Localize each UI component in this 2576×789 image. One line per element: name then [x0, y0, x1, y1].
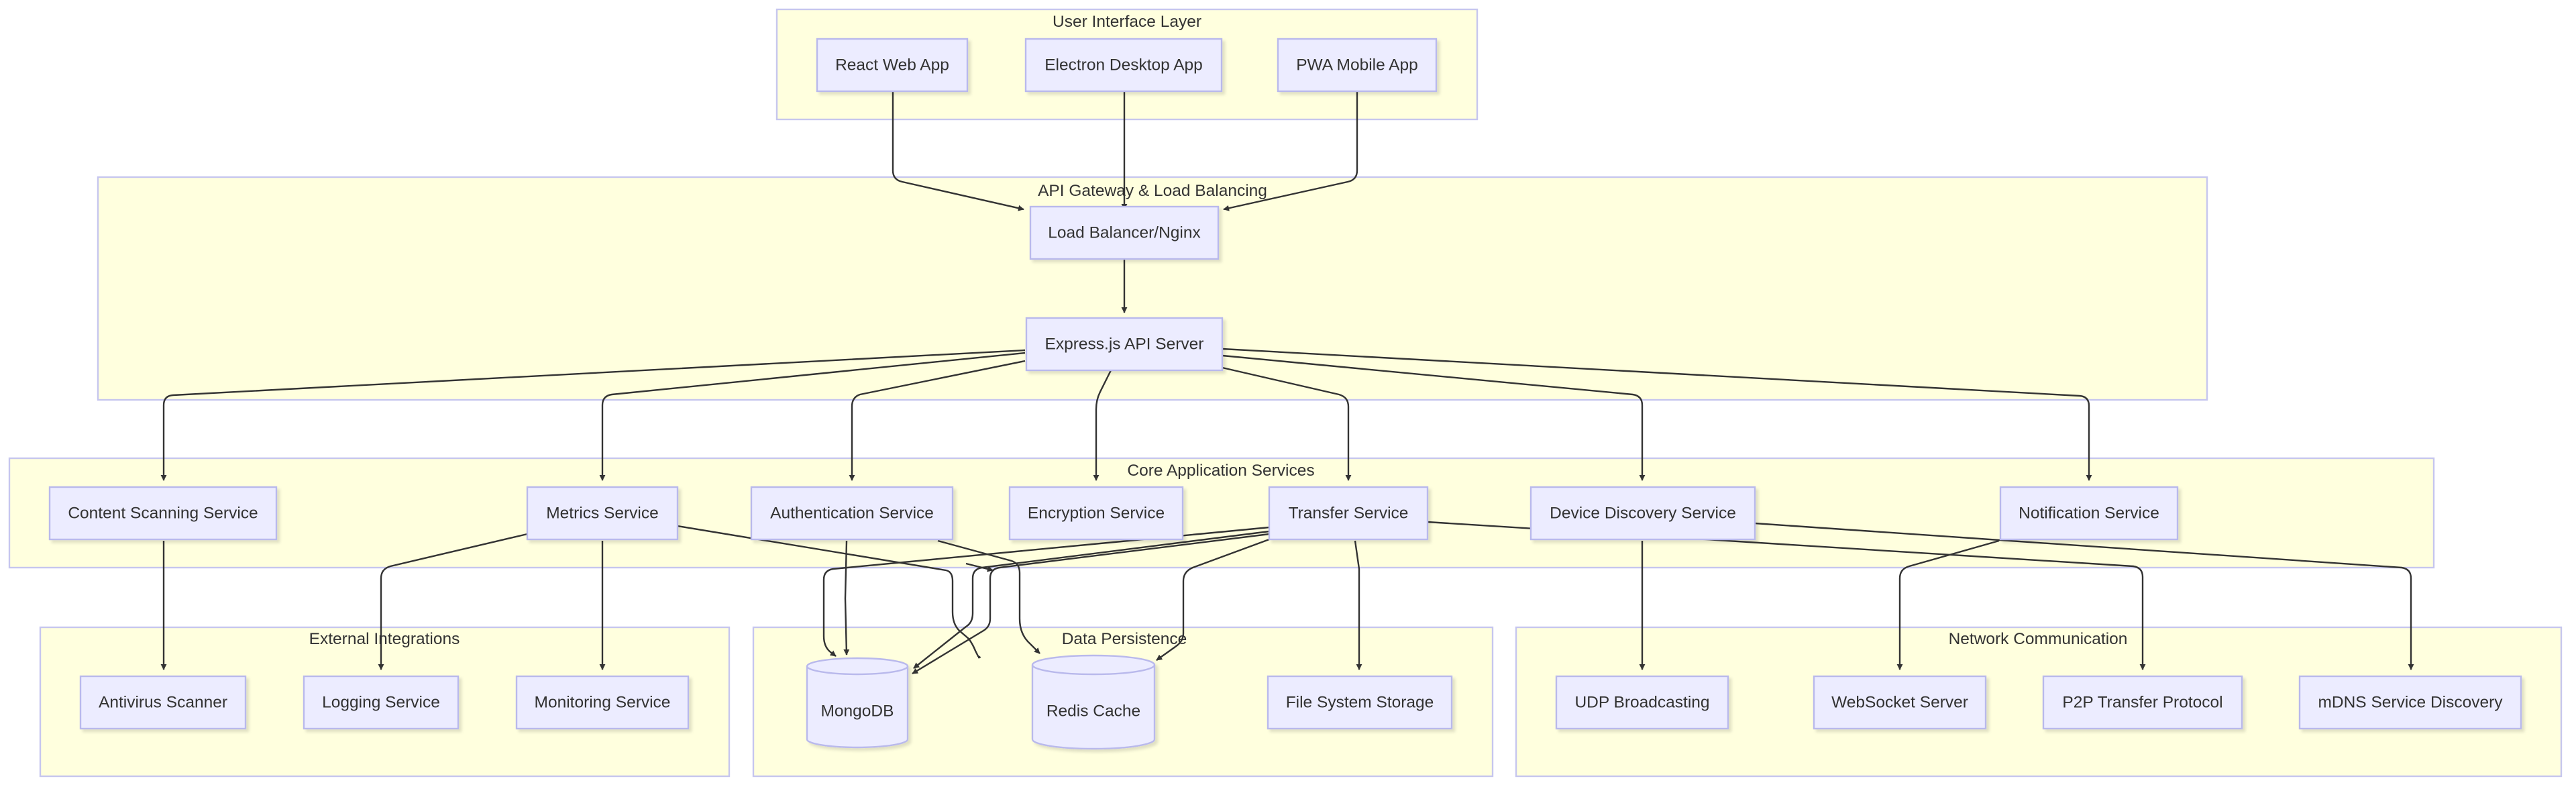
edge-metrics-to-logging — [378, 533, 528, 670]
edge-notification-to-websocket — [1896, 539, 2000, 670]
node-p2p-transfer-protocol[interactable]: P2P Transfer Protocol — [2042, 675, 2243, 730]
node-pwa-mobile-app[interactable]: PWA Mobile App — [1277, 38, 1438, 93]
edge-auth-to-mongodb — [843, 540, 850, 655]
node-authentication-service[interactable]: Authentication Service — [750, 486, 954, 541]
node-mdns-service-discovery[interactable]: mDNS Service Discovery — [2298, 675, 2522, 730]
node-label: Notification Service — [2019, 505, 2159, 523]
cluster-title: Network Communication — [1949, 630, 2128, 648]
node-notification-service[interactable]: Notification Service — [1999, 486, 2179, 541]
edge-pwa-to-lb — [1223, 91, 1358, 211]
edge-device-discovery-to-mdns — [1754, 522, 2414, 670]
node-udp-broadcasting[interactable]: UDP Broadcasting — [1555, 675, 1729, 730]
cluster-title: Data Persistence — [1062, 630, 1187, 648]
node-express-api-server[interactable]: Express.js API Server — [1025, 317, 1224, 372]
edge-express-to-notification — [1222, 348, 2092, 481]
node-label: Express.js API Server — [1045, 335, 1204, 354]
node-label: Authentication Service — [770, 505, 934, 523]
edge-transfer-to-mongodb-b — [912, 533, 1270, 675]
node-antivirus-scanner[interactable]: Antivirus Scanner — [79, 675, 247, 730]
edge-express-to-content-scanning — [160, 349, 1026, 481]
node-redis-cache[interactable]: Redis Cache — [1031, 654, 1156, 750]
edges — [160, 91, 2414, 675]
node-label: UDP Broadcasting — [1574, 694, 1709, 712]
edge-auth-to-redis — [937, 539, 1040, 654]
node-metrics-service[interactable]: Metrics Service — [526, 486, 679, 541]
node-label: mDNS Service Discovery — [2318, 694, 2504, 712]
edge-express-to-authentication — [849, 360, 1026, 481]
node-logging-service[interactable]: Logging Service — [303, 675, 460, 730]
node-device-discovery-service[interactable]: Device Discovery Service — [1529, 486, 1756, 541]
edge-express-to-device-discovery — [1222, 354, 1646, 481]
node-label: Encryption Service — [1028, 505, 1165, 523]
edge-transfer-to-file-storage — [1354, 540, 1362, 670]
node-label: Logging Service — [322, 694, 440, 712]
node-electron-desktop-app[interactable]: Electron Desktop App — [1024, 38, 1223, 93]
edge-react-to-lb — [892, 91, 1024, 211]
edge-express-to-transfer — [1222, 366, 1352, 481]
node-label: File System Storage — [1286, 694, 1434, 712]
cluster-title: API Gateway & Load Balancing — [1038, 182, 1267, 200]
node-label: Content Scanning Service — [68, 505, 258, 523]
cluster-title: User Interface Layer — [1053, 13, 1201, 31]
node-label: PWA Mobile App — [1296, 56, 1418, 74]
edge-transfer-to-mongodb-a — [822, 526, 1270, 657]
node-monitoring-service[interactable]: Monitoring Service — [515, 675, 690, 730]
node-mongodb[interactable]: MongoDB — [806, 657, 909, 749]
node-label: Monitoring Service — [535, 694, 671, 712]
node-label: WebSocket Server — [1831, 694, 1968, 712]
node-label: Metrics Service — [546, 505, 658, 523]
node-content-scanning-service[interactable]: Content Scanning Service — [48, 486, 278, 541]
edge-metrics-to-redis — [677, 525, 993, 659]
node-transfer-service[interactable]: Transfer Service — [1268, 486, 1429, 541]
edge-express-to-encryption — [1093, 370, 1112, 481]
node-encryption-service[interactable]: Encryption Service — [1008, 486, 1184, 541]
edge-express-to-metrics — [599, 352, 1026, 481]
edge-transfer-to-mongodb-c — [913, 530, 1270, 669]
edge-transfer-to-redis — [1156, 538, 1270, 661]
node-label: React Web App — [835, 56, 949, 74]
edge-transfer-to-p2p — [1427, 521, 2146, 670]
node-label: Redis Cache — [1046, 702, 1140, 721]
node-react-web-app[interactable]: React Web App — [816, 38, 969, 93]
node-file-system-storage[interactable]: File System Storage — [1267, 675, 1453, 730]
node-websocket-server[interactable]: WebSocket Server — [1813, 675, 1987, 730]
node-label: Antivirus Scanner — [99, 694, 227, 712]
node-label: Load Balancer/Nginx — [1048, 224, 1200, 242]
node-label: MongoDB — [821, 702, 894, 721]
node-label: P2P Transfer Protocol — [2062, 694, 2222, 712]
cluster-title: External Integrations — [309, 630, 460, 648]
node-load-balancer[interactable]: Load Balancer/Nginx — [1029, 205, 1220, 260]
node-label: Device Discovery Service — [1550, 505, 1736, 523]
cluster-title: Core Application Services — [1127, 462, 1314, 480]
node-label: Electron Desktop App — [1044, 56, 1203, 74]
node-label: Transfer Service — [1289, 505, 1409, 523]
